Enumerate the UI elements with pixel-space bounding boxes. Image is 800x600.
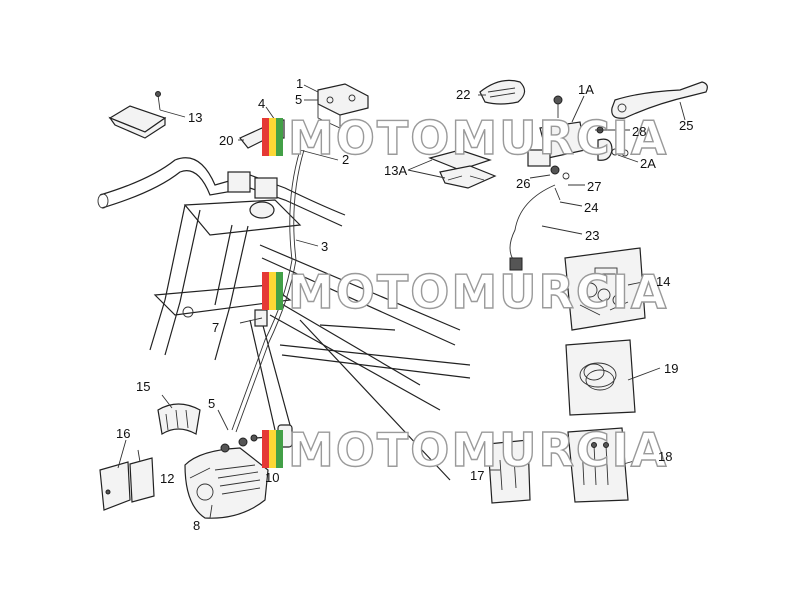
- callout-27: 27: [587, 179, 601, 194]
- callout-10: 10: [265, 470, 279, 485]
- watermark-text: MOTOMURCIA: [288, 265, 668, 319]
- watermark-stripe-red: [262, 430, 269, 468]
- brake-hoses: [231, 149, 556, 433]
- callout-4: 4: [258, 96, 265, 111]
- callout-24: 24: [584, 200, 598, 215]
- lever-cover: [479, 79, 526, 105]
- callout-16: 16: [116, 426, 130, 441]
- watermark-1: MOTOMURCIA: [262, 110, 668, 166]
- callout-8: 8: [193, 518, 200, 533]
- watermark-stripe-green: [276, 118, 283, 156]
- kit-bag-14: [564, 247, 646, 331]
- watermark-stripe-yellow: [269, 272, 276, 310]
- right-master-cylinder: [527, 95, 629, 201]
- callout-28: 28: [632, 124, 646, 139]
- watermark-stripe-green: [276, 430, 283, 468]
- callout-5-bottom: 5: [208, 396, 215, 411]
- callout-17: 17: [470, 468, 484, 483]
- pins-bag-18: [567, 427, 629, 503]
- callout-23: 23: [585, 228, 599, 243]
- brake-pads: [99, 457, 155, 511]
- callout-1: 1: [296, 76, 303, 91]
- reservoir-cap-assembly: [108, 91, 167, 139]
- brake-lever: [611, 81, 708, 119]
- callout-26: 26: [516, 176, 530, 191]
- leader-lines: [117, 84, 686, 519]
- callout-3: 3: [321, 239, 328, 254]
- callout-22: 22: [456, 87, 470, 102]
- callout-2A: 2A: [640, 156, 656, 171]
- watermark-stripe-green: [276, 272, 283, 310]
- callout-15: 15: [136, 379, 150, 394]
- front-master-cylinder: [317, 83, 369, 129]
- small-bag-17: [487, 439, 531, 504]
- reservoir-seal: [428, 149, 497, 189]
- brake-caliper: [184, 437, 269, 519]
- callout-7: 7: [212, 320, 219, 335]
- watermark-2: MOTOMURCIA: [262, 264, 668, 320]
- callout-labels: 13 1 5 4 20 2 3 7 15 5 16 12 10 8 22 13A…: [116, 76, 693, 533]
- callout-13A: 13A: [384, 163, 407, 178]
- watermark-text: MOTOMURCIA: [288, 111, 668, 165]
- callout-20: 20: [219, 133, 233, 148]
- watermark-stripe-red: [262, 118, 269, 156]
- callout-12: 12: [160, 471, 174, 486]
- callout-25: 25: [679, 118, 693, 133]
- callout-18: 18: [658, 449, 672, 464]
- pad-spring: [157, 403, 201, 435]
- watermark-3: MOTOMURCIA: [262, 422, 668, 478]
- callout-2: 2: [342, 152, 349, 167]
- callout-13: 13: [188, 110, 202, 125]
- callout-19: 19: [664, 361, 678, 376]
- seal-bag-19: [565, 339, 636, 416]
- watermark-stripe-yellow: [269, 118, 276, 156]
- callout-1A: 1A: [578, 82, 594, 97]
- callout-14: 14: [656, 274, 670, 289]
- callout-5-top: 5: [295, 92, 302, 107]
- watermark-stripe-yellow: [269, 430, 276, 468]
- watermark-stripe-red: [262, 272, 269, 310]
- watermark-text: MOTOMURCIA: [288, 423, 668, 477]
